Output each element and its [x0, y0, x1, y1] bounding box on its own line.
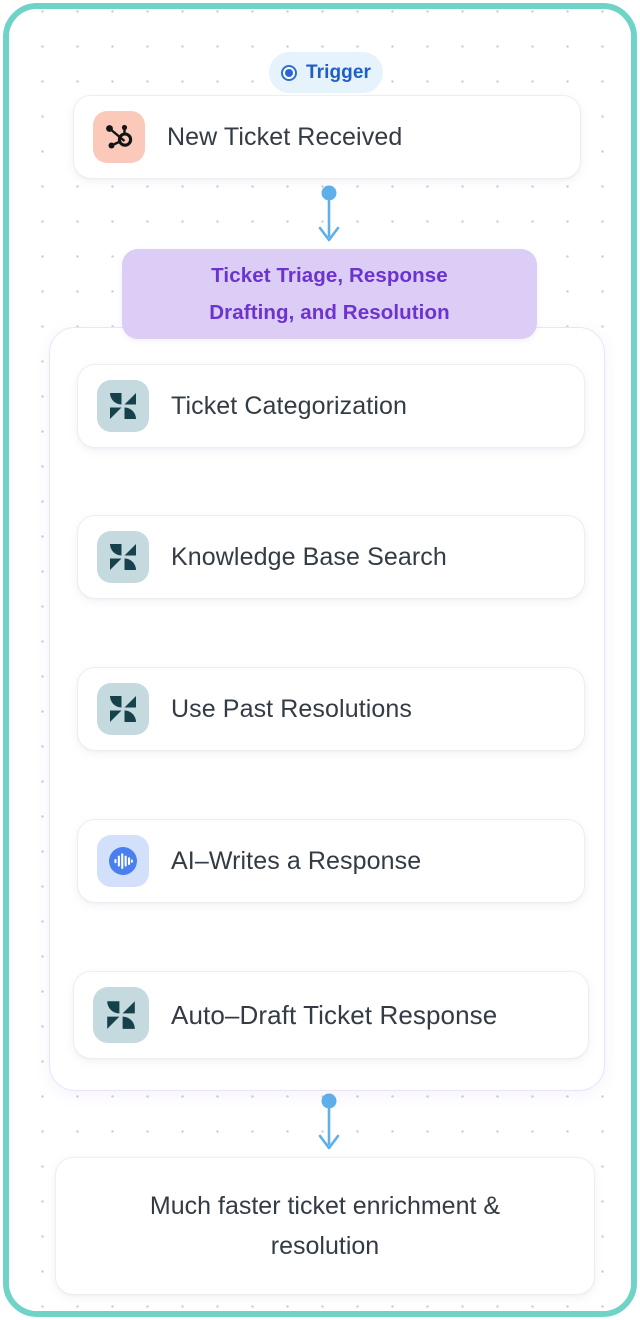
node-label: Knowledge Base Search	[171, 542, 447, 571]
node-knowledge-base-search[interactable]: Knowledge Base Search	[77, 515, 585, 599]
hubspot-icon	[93, 111, 145, 163]
node-outcome[interactable]: Much faster ticket enrichment & resoluti…	[55, 1157, 595, 1295]
connector-arrow	[318, 185, 340, 242]
zendesk-icon	[97, 683, 149, 735]
zendesk-icon	[93, 987, 149, 1043]
node-label: Ticket Categorization	[171, 391, 407, 420]
group-title-chip: Ticket Triage, Response Drafting, and Re…	[122, 249, 537, 339]
outcome-text: Much faster ticket enrichment & resoluti…	[56, 1186, 594, 1266]
zendesk-icon	[97, 531, 149, 583]
group-title-line-2: Drafting, and Resolution	[209, 301, 450, 324]
node-ai-writes-a-response[interactable]: AI–Writes a Response	[77, 819, 585, 903]
diagram-frame: Trigger New Ticket Received	[3, 3, 637, 1317]
radio-dot-icon	[280, 64, 297, 81]
group-title-line-1: Ticket Triage, Response	[211, 264, 448, 287]
node-use-past-resolutions[interactable]: Use Past Resolutions	[77, 667, 585, 751]
connector-arrow	[318, 1093, 340, 1150]
node-label: AI–Writes a Response	[171, 846, 422, 875]
outcome-line-2: resolution	[270, 1232, 380, 1260]
node-ticket-categorization[interactable]: Ticket Categorization	[77, 364, 585, 448]
zendesk-icon	[97, 380, 149, 432]
ai-waveform-icon	[97, 835, 149, 887]
trigger-badge: Trigger	[269, 52, 383, 93]
node-label: New Ticket Received	[167, 122, 403, 151]
trigger-badge-label: Trigger	[305, 61, 372, 83]
node-new-ticket-received[interactable]: New Ticket Received	[73, 95, 581, 179]
outcome-line-1: Much faster ticket enrichment &	[149, 1192, 501, 1220]
node-label: Auto–Draft Ticket Response	[171, 999, 498, 1030]
node-label: Use Past Resolutions	[171, 694, 413, 723]
node-auto-draft-ticket-response[interactable]: Auto–Draft Ticket Response	[73, 971, 589, 1059]
